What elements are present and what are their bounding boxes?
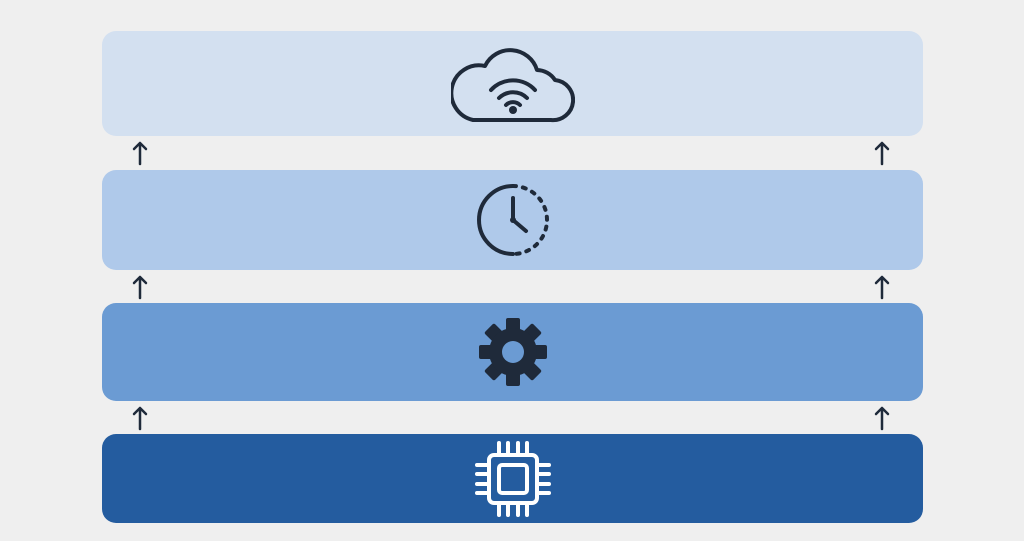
- clock-icon: [473, 180, 553, 260]
- layer-cloud: [102, 31, 923, 136]
- arrow-up-icon: [874, 140, 890, 166]
- arrow-up-icon: [874, 274, 890, 300]
- arrow-up-icon: [874, 405, 890, 431]
- layer-gear: [102, 303, 923, 401]
- arrow-up-icon: [132, 405, 148, 431]
- arrow-up-icon: [132, 140, 148, 166]
- cloud-wifi-icon: [450, 40, 575, 128]
- layer-chip: [102, 434, 923, 523]
- layer-clock: [102, 170, 923, 270]
- microchip-icon: [471, 437, 555, 521]
- arrow-up-icon: [132, 274, 148, 300]
- gear-icon: [477, 316, 549, 388]
